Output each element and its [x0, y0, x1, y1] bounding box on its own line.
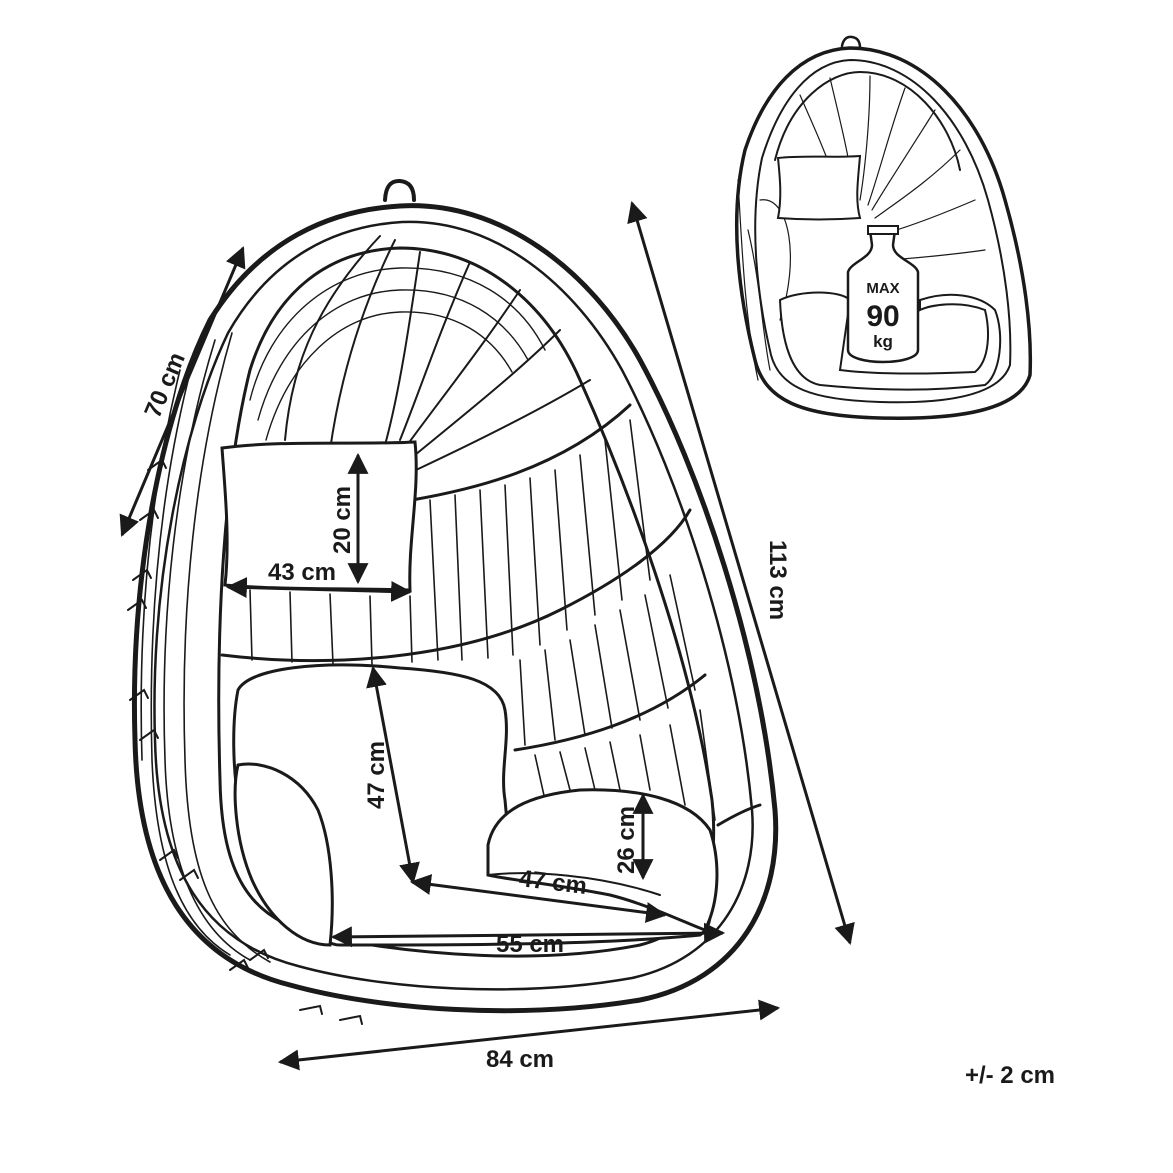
arrow-total-height — [627, 200, 855, 946]
label-pillow-width: 43 cm — [268, 559, 336, 586]
label-seat-back-height: 47 cm — [363, 741, 390, 809]
arrow-seat-depth — [409, 874, 668, 923]
label-seat-width: 55 cm — [496, 931, 564, 958]
arrow-seat-back-height — [366, 665, 420, 885]
weight-badge: MAX 90 kg — [846, 225, 920, 364]
badge-line3: kg — [873, 332, 893, 351]
hanging-chair-main — [127, 178, 779, 1025]
label-total-width: 84 cm — [486, 1046, 554, 1073]
label-armrest-height: 26 cm — [613, 806, 640, 874]
thumbnail-cushion — [778, 291, 1002, 391]
dimension-arrows — [119, 200, 855, 1071]
label-total-height: 113 cm — [764, 540, 791, 620]
tolerance-note: +/- 2 cm — [965, 1062, 1055, 1089]
thumbnail-hook — [840, 35, 862, 50]
badge-line1: MAX — [866, 280, 899, 297]
hanging-chair-thumbnail: MAX 90 kg — [734, 35, 1033, 420]
label-pillow-height: 20 cm — [329, 486, 356, 554]
arrow-back-height — [119, 246, 246, 537]
cushion-left-bolster — [233, 762, 334, 947]
dimension-labels: 70 cm 20 cm 43 cm 47 cm 47 cm 26 cm 55 c… — [139, 348, 791, 1073]
arrow-total-width — [277, 999, 781, 1071]
badge-line2: 90 — [866, 300, 899, 333]
hanging-hook — [383, 178, 416, 202]
arrow-pillow-width — [225, 577, 413, 602]
thumbnail-pillow — [776, 154, 862, 221]
